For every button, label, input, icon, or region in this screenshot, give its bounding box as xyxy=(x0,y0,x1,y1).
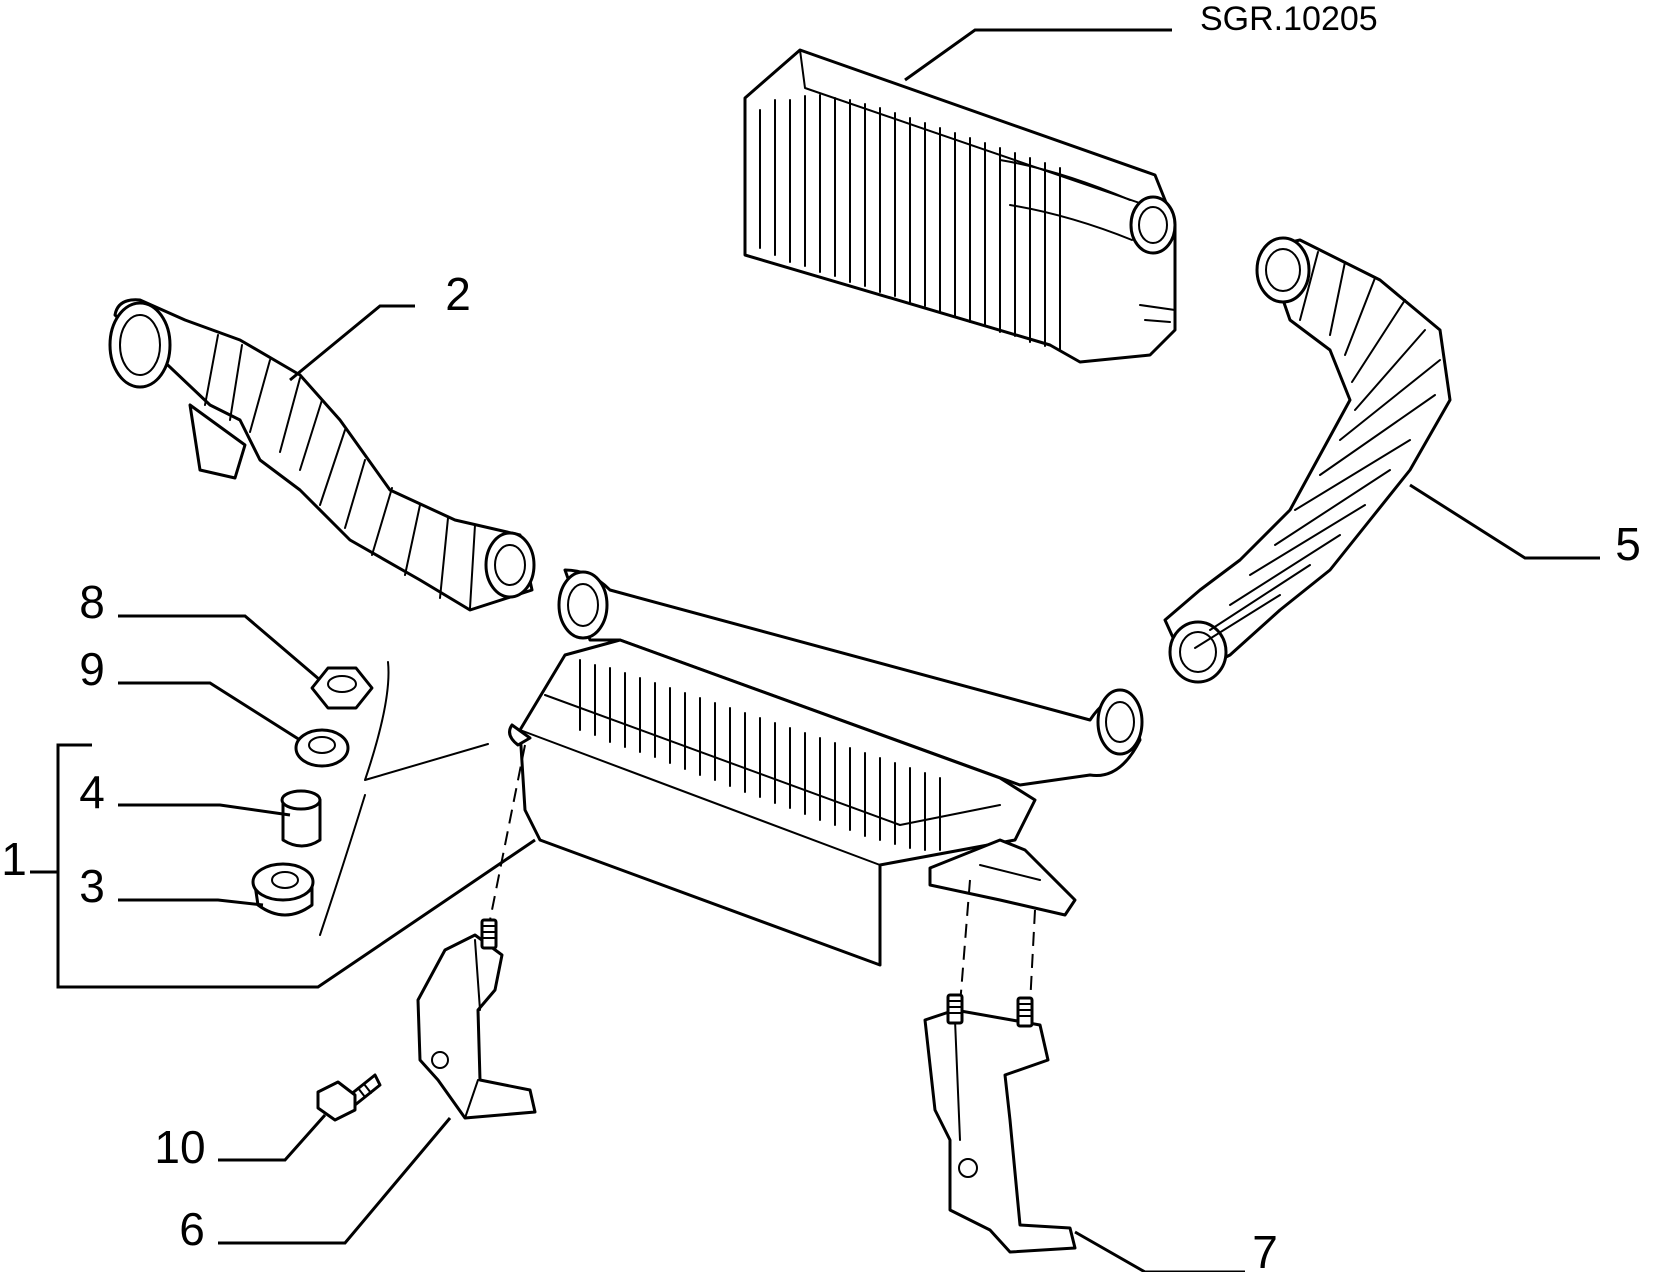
leader-3 xyxy=(118,898,264,907)
washer-9 xyxy=(294,728,350,768)
mount-axis-right-2 xyxy=(1029,909,1036,1006)
group-divider-top xyxy=(364,661,489,781)
bolt-10 xyxy=(316,1073,382,1122)
callout-4: 4 xyxy=(79,766,105,818)
callout-9: 9 xyxy=(79,643,105,695)
grommet-3 xyxy=(251,862,315,917)
reference-code: SGR.10205 xyxy=(1200,0,1378,38)
callout-7: 7 xyxy=(1252,1226,1278,1272)
nut-8 xyxy=(310,666,374,710)
leader-4 xyxy=(118,803,291,817)
hose-2 xyxy=(108,298,536,612)
mount-axis-right-1 xyxy=(959,879,971,1006)
callout-1: 1 xyxy=(1,833,27,885)
mount-axis-left xyxy=(489,744,526,921)
callout-2: 2 xyxy=(445,268,471,320)
callout-3: 3 xyxy=(79,860,105,912)
leader-9 xyxy=(118,681,301,742)
leader-8 xyxy=(118,614,321,682)
intercooler-main xyxy=(508,568,1144,967)
leader-2 xyxy=(289,304,415,382)
callout-5: 5 xyxy=(1615,518,1641,570)
leader-1 xyxy=(56,743,536,989)
group-divider-bottom xyxy=(319,794,366,936)
leader-6 xyxy=(218,1117,452,1245)
reference-leader xyxy=(904,28,1172,82)
callout-8: 8 xyxy=(79,576,105,628)
leader-7 xyxy=(1074,1230,1245,1272)
reference-intercooler xyxy=(743,48,1177,364)
hose-5 xyxy=(1163,236,1452,684)
callout-6: 6 xyxy=(179,1203,205,1255)
bracket-6 xyxy=(416,918,537,1120)
spacer-4 xyxy=(280,789,322,848)
bracket-7 xyxy=(923,993,1077,1254)
leader-10 xyxy=(218,1114,327,1162)
callout-10: 10 xyxy=(154,1121,205,1173)
leader-5 xyxy=(1409,483,1600,560)
